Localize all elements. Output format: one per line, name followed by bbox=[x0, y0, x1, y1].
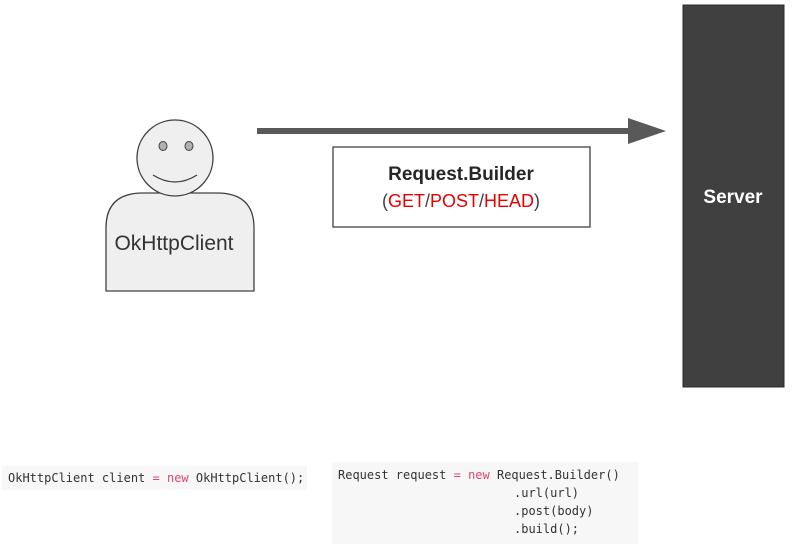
method-post: POST bbox=[430, 191, 479, 211]
code-snippet-request: Request request = new Request.Builder().… bbox=[332, 462, 638, 544]
code-snippet-client: OkHttpClient client = new OkHttpClient()… bbox=[2, 466, 307, 490]
method-head: HEAD bbox=[484, 191, 534, 211]
method-separator: / bbox=[425, 191, 430, 211]
close-paren: ) bbox=[534, 191, 540, 211]
client-body-shape bbox=[105, 192, 255, 292]
server-label: Server bbox=[703, 187, 763, 208]
code-text: Request request bbox=[338, 468, 454, 482]
client-label: OkHttpClient bbox=[114, 232, 233, 255]
code-text: .post(body) bbox=[514, 504, 594, 518]
code-text: OkHttpClient(); bbox=[188, 471, 305, 485]
request-arrow bbox=[257, 118, 666, 144]
server-block: Server bbox=[682, 4, 785, 388]
server-rect bbox=[682, 4, 785, 388]
code-space bbox=[461, 468, 468, 482]
code-text: .build(); bbox=[514, 522, 580, 536]
code-text: OkHttpClient client bbox=[8, 471, 153, 485]
open-paren: ( bbox=[382, 191, 388, 211]
code-keyword-new: new bbox=[166, 471, 189, 485]
code-keyword-new: new bbox=[468, 468, 490, 482]
client-smile bbox=[152, 174, 198, 183]
code-line-4: .build(); bbox=[338, 520, 632, 538]
code-line-1: Request request = new Request.Builder() bbox=[338, 466, 632, 484]
request-builder-title: Request.Builder bbox=[388, 164, 534, 185]
http-methods-line: (GET/POST/HEAD) bbox=[382, 191, 540, 211]
code-operator: = bbox=[453, 468, 461, 482]
method-separator: / bbox=[479, 191, 484, 211]
client-left-eye bbox=[158, 141, 168, 151]
code-text: Request.Builder() bbox=[489, 468, 620, 482]
client-person-figure: OkHttpClient bbox=[105, 119, 255, 292]
request-builder-frame bbox=[332, 146, 591, 228]
code-line-3: .post(body) bbox=[338, 502, 632, 520]
code-space bbox=[160, 471, 167, 485]
code-line-2: .url(url) bbox=[338, 484, 632, 502]
client-head-circle bbox=[136, 119, 214, 197]
request-builder-box: Request.Builder (GET/POST/HEAD) bbox=[332, 146, 591, 228]
code-text: .url(url) bbox=[514, 486, 580, 500]
client-right-eye bbox=[184, 141, 194, 151]
method-get: GET bbox=[388, 191, 425, 211]
code-operator: = bbox=[152, 471, 160, 485]
arrow-head bbox=[628, 118, 666, 144]
